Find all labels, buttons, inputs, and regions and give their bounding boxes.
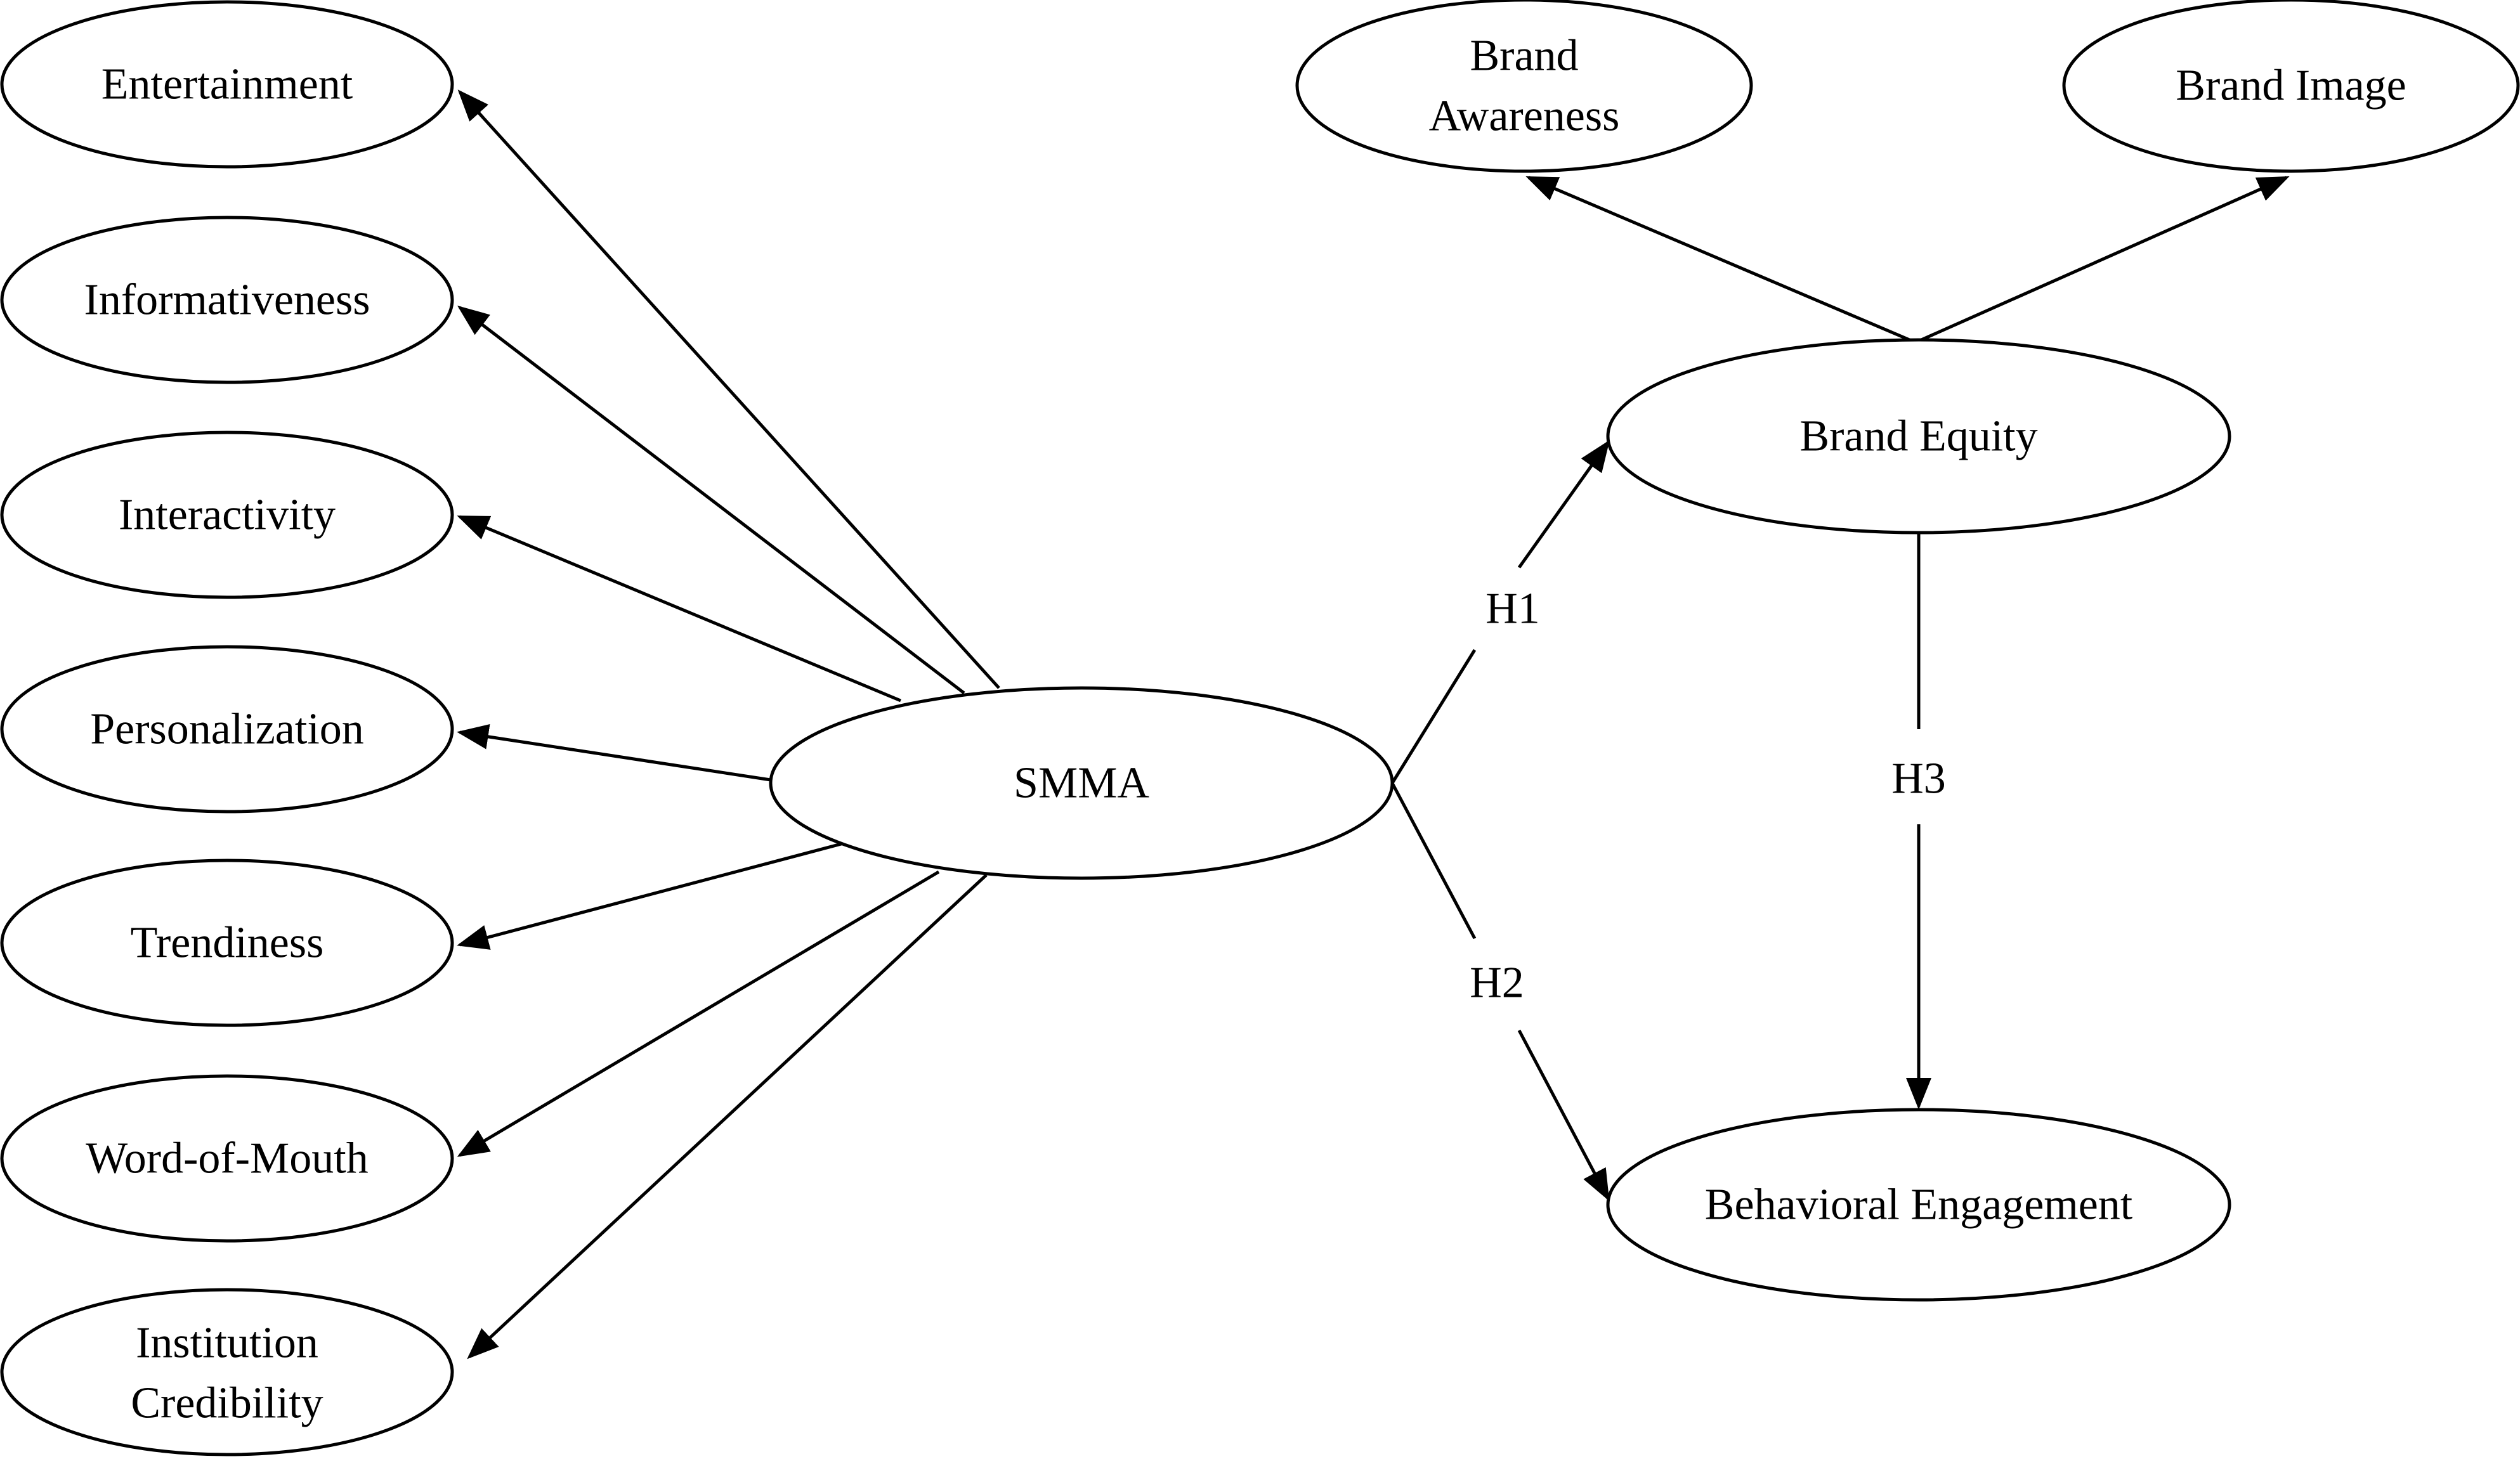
- node-informativeness: Informativeness: [0, 216, 454, 384]
- node-shape: [1295, 0, 1753, 173]
- edge-smma-interactivity: [457, 515, 901, 703]
- node-shape: [2062, 0, 2520, 173]
- node-personalization: Personalization: [0, 645, 454, 814]
- node-shape: [0, 216, 454, 384]
- node-shape: [0, 0, 454, 169]
- edge-h2-lower-segment: [1517, 1029, 1610, 1202]
- node-label-line-1: Institution: [136, 1319, 318, 1368]
- edge-smma-word-of-mouth: [457, 870, 940, 1157]
- edge-smma-entertainment: [457, 89, 1000, 689]
- edge-label-h2: H2: [1470, 959, 1524, 1008]
- node-label: Entertainment: [101, 60, 353, 109]
- node-label: Personalization: [90, 705, 364, 754]
- node-label: Brand Equity: [1799, 412, 2037, 461]
- node-label-line-2: Awareness: [1429, 92, 1620, 141]
- node-label: Informativeness: [84, 276, 370, 325]
- node-label: Trendiness: [131, 919, 324, 968]
- node-label: Behavioral Engagement: [1705, 1181, 2133, 1229]
- node-label: Interactivity: [119, 491, 336, 540]
- node-shape: [1606, 1108, 2231, 1302]
- node-shape: [1606, 338, 2231, 535]
- node-shape: [0, 859, 454, 1027]
- node-trendiness: Trendiness: [0, 859, 454, 1027]
- edge-smma-trendiness: [457, 841, 844, 950]
- edge-smma-informativeness: [457, 305, 965, 694]
- node-behavioral-engagement: Behavioral Engagement: [1606, 1108, 2231, 1302]
- edge-labels: H1 H2 H3: [1470, 585, 1946, 1008]
- node-label-line-1: Brand: [1470, 32, 1578, 81]
- edge-h1-lower-segment: [1390, 649, 1477, 784]
- node-label: Word-of-Mouth: [86, 1134, 368, 1183]
- edge-brand-equity-brand-awareness: [1525, 176, 1916, 344]
- node-brand-equity: Brand Equity: [1606, 338, 2231, 535]
- node-word-of-mouth: Word-of-Mouth: [0, 1074, 454, 1243]
- node-label: SMMA: [1014, 759, 1149, 808]
- node-institution-credibility: Institution Credibility: [0, 1288, 454, 1456]
- edge-smma-institution-credibility: [467, 874, 988, 1359]
- node-shape: [0, 1288, 454, 1456]
- node-smma: SMMA: [769, 686, 1394, 880]
- node-shape: [0, 645, 454, 814]
- node-brand-awareness: Brand Awareness: [1295, 0, 1753, 173]
- node-shape: [769, 686, 1394, 880]
- node-label-line-2: Credibility: [131, 1379, 323, 1428]
- node-entertainment: Entertainment: [0, 0, 454, 169]
- edges: [457, 89, 2290, 1359]
- node-shape: [0, 1074, 454, 1243]
- edge-h1-upper-segment: [1517, 439, 1610, 569]
- node-shape: [0, 431, 454, 599]
- edge-smma-personalization: [457, 724, 771, 782]
- node-interactivity: Interactivity: [0, 431, 454, 599]
- node-label: Brand Image: [2176, 62, 2406, 110]
- node-brand-image: Brand Image: [2062, 0, 2520, 173]
- edge-h2-upper-segment: [1390, 782, 1477, 940]
- edge-brand-equity-brand-image: [1914, 176, 2290, 344]
- edge-label-h3: H3: [1891, 755, 1946, 803]
- edge-label-h1: H1: [1485, 585, 1540, 633]
